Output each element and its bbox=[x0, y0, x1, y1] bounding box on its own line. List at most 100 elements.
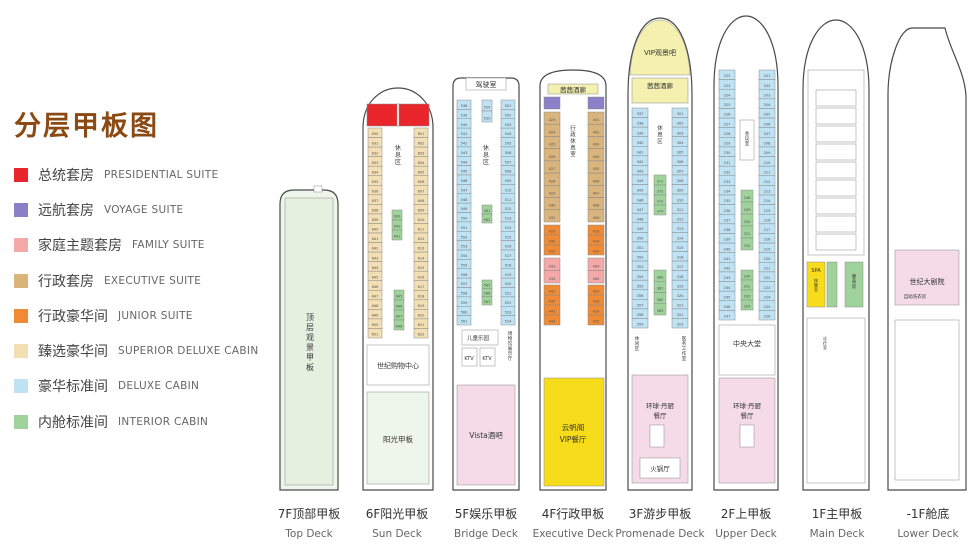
gym bbox=[844, 261, 864, 308]
sun-deck-cabin-number: 632 bbox=[372, 151, 379, 155]
upper-deck-cabin bbox=[758, 310, 776, 321]
sun-deck-cabin-number: 635 bbox=[372, 180, 379, 184]
upper-deck-cabin-number: 212 bbox=[764, 180, 771, 184]
sun-deck-inner-cabin-number: 648 bbox=[396, 325, 404, 329]
bridge-deck-cabin-number: 549 bbox=[461, 207, 469, 211]
executive-suite-number: 409 bbox=[593, 216, 601, 220]
sun-deck-lounge-label-char: 区 bbox=[395, 159, 401, 166]
clinic-label-char: 诊 bbox=[823, 335, 827, 341]
upper-deck-cabin-number: 227 bbox=[724, 122, 731, 126]
bridge-deck-cabin-number: 505 bbox=[505, 142, 512, 146]
junior-suite-number: 444 bbox=[549, 320, 557, 324]
sun-deck-cabin-number: 616 bbox=[418, 275, 426, 279]
deck-name-en: Sun Deck bbox=[372, 528, 422, 540]
upper-deck-cabin-number: 232 bbox=[724, 170, 731, 174]
legend-item-interior: 内舱标准间 INTERIOR CABIN bbox=[14, 404, 274, 439]
legend-label-cn: 臻选豪华间 bbox=[38, 344, 108, 361]
executive-suite-number: 423 bbox=[549, 118, 556, 122]
junior-suite-number: 425 bbox=[593, 320, 600, 324]
sun-deck-cabin bbox=[413, 328, 429, 339]
bridge-deck-cabin-number: 545 bbox=[461, 170, 468, 174]
bridge-deck-lounge-label: 休息区 bbox=[483, 144, 489, 166]
deck-name-en: Main Deck bbox=[809, 528, 865, 540]
junior-suite-number: 419 bbox=[593, 240, 601, 244]
bridge-deck-cabin-number: 548 bbox=[461, 198, 469, 202]
upper-deck-cabin-number: 213 bbox=[764, 190, 771, 194]
legend-label-en: PRESIDENTIAL SUITE bbox=[104, 168, 219, 181]
legend-label-en: VOYAGE SUITE bbox=[104, 203, 184, 216]
junior-suite-number: 430 bbox=[549, 240, 557, 244]
executive-suite-number: 402 bbox=[593, 130, 600, 134]
clinic-label-char: 疗 bbox=[823, 340, 827, 346]
crew-room bbox=[815, 107, 857, 125]
sun-deck-cabin-number: 643 bbox=[372, 256, 379, 260]
legend-label-en: JUNIOR SUITE bbox=[118, 309, 193, 322]
promenade-deck-cabin-number: 340 bbox=[637, 141, 645, 145]
upper-deck-cabin-number: 201 bbox=[764, 74, 771, 78]
legend-label-en: SUPERIOR DELUXE CABIN bbox=[118, 345, 259, 358]
museum-label-char: 展 bbox=[508, 346, 513, 352]
deck-name-cn: 2F上甲板 bbox=[720, 507, 772, 521]
upper-deck-inner-cabin-number: 248 bbox=[744, 196, 752, 200]
laundry-label: 自助洗衣房 bbox=[904, 293, 927, 300]
upper-deck-cabin-number: 224 bbox=[724, 93, 732, 97]
promenade-deck-cabin-number: 349 bbox=[637, 227, 645, 231]
promenade-deck-inner-cabin-number: 380 bbox=[657, 275, 665, 279]
restaurant-label: 餐厅 bbox=[654, 411, 668, 420]
bridge-deck-cabin-number: 543 bbox=[461, 151, 468, 155]
sun-deck-cabin-number: 614 bbox=[418, 256, 426, 260]
upper-deck-cabin-number: 230 bbox=[724, 151, 732, 155]
legend-item-superior: 臻选豪华间 SUPERIOR DELUXE CABIN bbox=[14, 333, 274, 368]
legend-label-cn: 行政套房 bbox=[38, 273, 94, 290]
upper-deck-cabin-number: 222 bbox=[764, 276, 771, 280]
bridge-deck-cabin-number: 507 bbox=[505, 160, 512, 164]
bridge-deck-cabin-number: 552 bbox=[461, 235, 468, 239]
sun-deck-inner-cabin-number: 645 bbox=[396, 295, 403, 299]
upper-deck-inner-cabin-number: 290 bbox=[744, 275, 752, 279]
executive-lounge-label-char: 息 bbox=[570, 144, 576, 152]
sun-deck-cabin-number: 617 bbox=[418, 285, 425, 289]
upper-deck-inner-cabin-number: 249 bbox=[744, 208, 752, 212]
sun-deck-lounge-label: 休息区 bbox=[395, 144, 401, 166]
superior-swatch bbox=[14, 344, 28, 359]
crew-room bbox=[815, 197, 857, 215]
upper-deck-restaurant-label: 环球·丹厨 bbox=[733, 401, 762, 410]
promenade-deck-inner-cabin-number: 373 bbox=[657, 200, 664, 204]
bridge-deck-inner-cabin-number: 566 bbox=[484, 292, 492, 296]
promenade-deck-cabin-number: 323 bbox=[677, 323, 684, 327]
hotpot-room bbox=[639, 457, 681, 479]
sun-deck-lounge-label-char: 息 bbox=[395, 151, 401, 159]
sun-deck-cabin-number: 612 bbox=[418, 237, 425, 241]
medical-room-label-char: 作 bbox=[682, 350, 687, 357]
junior-suite-number: 443 bbox=[549, 310, 556, 314]
bridge-deck-cabin-number: 518 bbox=[505, 263, 513, 267]
massage-room-label: 按摩室 bbox=[814, 277, 818, 292]
kids-area bbox=[461, 329, 499, 346]
promenade-deck-inner-cabin bbox=[653, 204, 667, 216]
junior-suite bbox=[587, 314, 605, 326]
promenade-deck-inner-cabin-number: 372 bbox=[657, 190, 664, 194]
junior-suite bbox=[543, 314, 561, 326]
museum-label-char: 示 bbox=[508, 351, 513, 357]
legend-item-deluxe: 豪华标准间 DELUXE CABIN bbox=[14, 369, 274, 404]
top-deck-notch bbox=[313, 185, 323, 193]
promenade-deck-cabin-number: 352 bbox=[637, 256, 644, 260]
gym-label-char: 身 bbox=[852, 278, 857, 285]
promenade-deck-cabin-number: 348 bbox=[637, 217, 645, 221]
bridge-deck-inner-cabin-number: 529 bbox=[484, 105, 492, 109]
bridge-deck-inner-cabin bbox=[481, 296, 493, 306]
family-suite-number: 464 bbox=[593, 277, 601, 281]
bridge-deck-cabin-number: 560 bbox=[461, 310, 469, 314]
upper-deck-cabin-number: 235 bbox=[724, 199, 731, 203]
vip-observation-bar-label: VIP观景吧 bbox=[644, 49, 676, 57]
hotpot-room-label: 火锅厅 bbox=[650, 464, 670, 473]
vip-dining-label: 云帆阁 bbox=[562, 422, 585, 432]
executive-suite-number: 424 bbox=[549, 130, 557, 134]
deck-name-cn: 6F阳光甲板 bbox=[365, 507, 429, 521]
bridge-deck-cabin-number: 519 bbox=[505, 273, 513, 277]
promenade-lounge-label-char: 休 bbox=[657, 124, 663, 132]
